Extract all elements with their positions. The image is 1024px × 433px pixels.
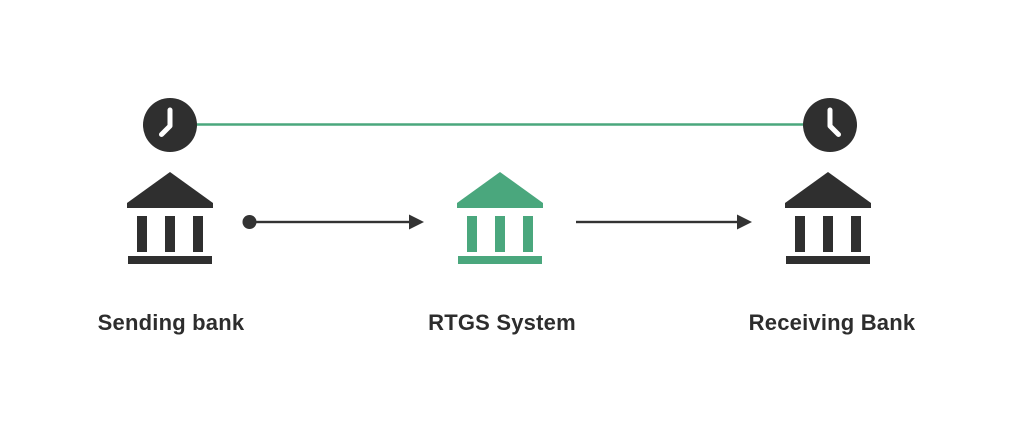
arrow-rtgs-to-receiving bbox=[576, 214, 752, 230]
clock-end-icon bbox=[803, 98, 857, 152]
sending-bank-label: Sending bank bbox=[97, 310, 245, 335]
rtgs-system-icon bbox=[457, 172, 543, 264]
receiving-bank-icon bbox=[785, 172, 871, 264]
sending-bank-icon bbox=[127, 172, 213, 264]
receiving-bank-label: Receiving Bank bbox=[748, 310, 916, 335]
clock-start-icon bbox=[143, 98, 197, 152]
arrow-sending-to-rtgs bbox=[242, 214, 424, 230]
timeline-connector-line bbox=[196, 123, 806, 126]
rtgs-system-label: RTGS System bbox=[428, 310, 576, 335]
